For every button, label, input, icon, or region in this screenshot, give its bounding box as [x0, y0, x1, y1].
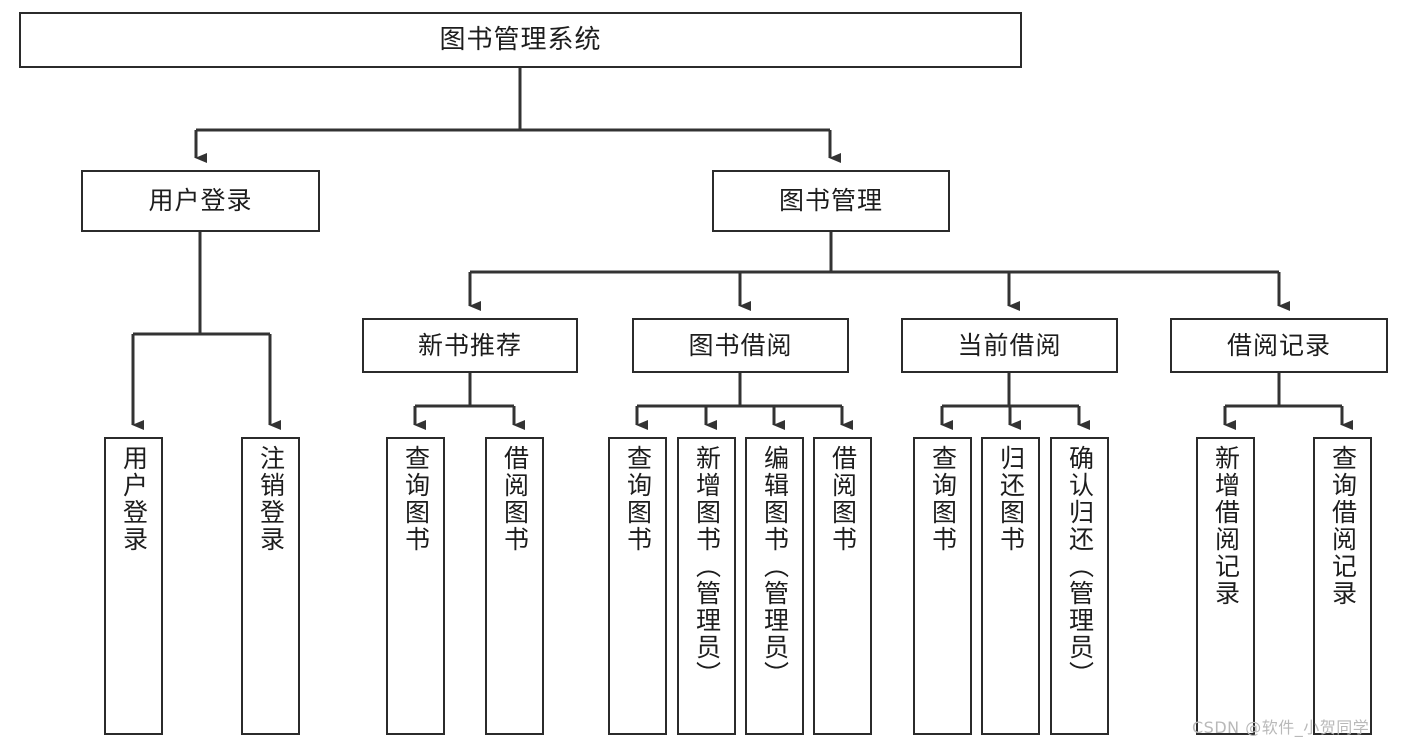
node-label: 用户登录 [119, 445, 149, 553]
node-label: 当前借阅 [957, 330, 1062, 360]
node-current-borrow[interactable]: 当前借阅 [901, 318, 1118, 373]
leaf-query-book-recommend[interactable]: 查询图书 [386, 437, 445, 735]
leaf-confirm-return-admin[interactable]: 确认归还（管理员） [1050, 437, 1109, 735]
leaf-user-login[interactable]: 用户登录 [104, 437, 163, 735]
leaf-edit-book-admin[interactable]: 编辑图书（管理员） [745, 437, 804, 735]
leaf-query-book-borrow[interactable]: 查询图书 [608, 437, 667, 735]
node-label: 新书推荐 [417, 330, 522, 360]
leaf-add-borrow-record[interactable]: 新增借阅记录 [1196, 437, 1255, 735]
node-label: 查询借阅记录 [1328, 445, 1358, 607]
node-root-system[interactable]: 图书管理系统 [19, 12, 1022, 68]
node-new-book-recommend[interactable]: 新书推荐 [362, 318, 578, 373]
leaf-query-borrow-record[interactable]: 查询借阅记录 [1313, 437, 1372, 735]
leaf-return-book[interactable]: 归还图书 [981, 437, 1040, 735]
node-label: 借阅图书 [828, 445, 858, 553]
leaf-logout[interactable]: 注销登录 [241, 437, 300, 735]
node-label: 新增图书（管理员） [692, 445, 722, 688]
node-label: 图书借阅 [688, 330, 793, 360]
leaf-borrow-book-recommend[interactable]: 借阅图书 [485, 437, 544, 735]
node-user-login[interactable]: 用户登录 [81, 170, 320, 232]
node-borrow-record[interactable]: 借阅记录 [1170, 318, 1388, 373]
node-label: 确认归还（管理员） [1065, 445, 1095, 688]
leaf-query-book-current[interactable]: 查询图书 [913, 437, 972, 735]
node-label: 新增借阅记录 [1211, 445, 1241, 607]
node-label: 借阅图书 [500, 445, 530, 553]
node-label: 编辑图书（管理员） [760, 445, 790, 688]
leaf-add-book-admin[interactable]: 新增图书（管理员） [677, 437, 736, 735]
node-book-management[interactable]: 图书管理 [712, 170, 950, 232]
node-book-borrow[interactable]: 图书借阅 [632, 318, 849, 373]
node-label: 查询图书 [401, 445, 431, 553]
node-label: 归还图书 [996, 445, 1026, 553]
node-label: 借阅记录 [1226, 330, 1331, 360]
node-label: 图书管理 [778, 186, 883, 216]
leaf-borrow-book[interactable]: 借阅图书 [813, 437, 872, 735]
node-label: 查询图书 [928, 445, 958, 553]
node-label: 查询图书 [623, 445, 653, 553]
node-label: 注销登录 [256, 445, 286, 553]
node-label: 用户登录 [148, 186, 253, 216]
node-label: 图书管理系统 [439, 24, 602, 55]
